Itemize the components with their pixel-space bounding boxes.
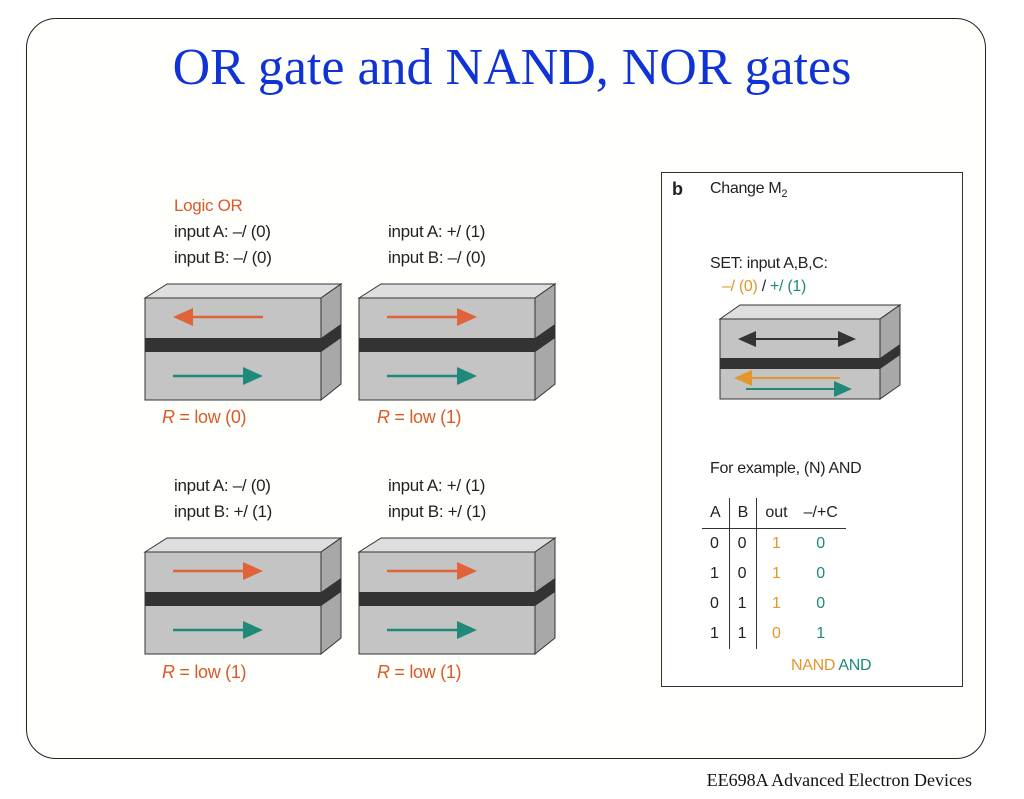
spacer-side [535, 578, 555, 606]
mtj-block-2 [357, 283, 557, 402]
cell-4-input-b: input B: +/ (1) [388, 502, 487, 521]
block-top-face [357, 283, 557, 299]
set-values: –/ (0) / +/ (1) [722, 278, 806, 295]
block-top-face [143, 283, 343, 299]
table-header: out [756, 498, 796, 529]
nand-label: NAND [791, 657, 836, 674]
cell: 1 [729, 619, 758, 649]
block-top-face [357, 537, 557, 553]
right-arrow-icon [173, 621, 263, 639]
spacer-side [321, 578, 341, 606]
right-arrow-icon [387, 308, 477, 326]
table-row: 1 0 1 0 [702, 559, 846, 589]
cell-1-input-a: input A: –/ (0) [174, 222, 271, 241]
cell-2-input-a: input A: +/ (1) [388, 222, 486, 241]
spacer-layer [359, 338, 535, 352]
cell: 0 [702, 528, 730, 559]
cell: 1 [772, 535, 781, 552]
right-arrow-icon [387, 562, 477, 580]
right-arrow-icon [173, 562, 263, 580]
table-row: 0 0 1 0 [702, 528, 846, 559]
cell: 0 [772, 625, 781, 642]
table-header: B [729, 498, 758, 529]
cell: 1 [702, 619, 730, 649]
cell: 1 [729, 589, 758, 619]
cell: 1 [772, 595, 781, 612]
cell-3-input-a: input A: –/ (0) [174, 476, 271, 495]
cell: 0 [702, 589, 730, 619]
mtj-block-3 [143, 537, 343, 656]
cell-1-input-b: input B: –/ (0) [174, 248, 272, 267]
cell: 1 [816, 625, 826, 642]
cell: 1 [772, 565, 781, 582]
cell-2-resistance: R = low (1) [377, 407, 462, 427]
left-arrow-icon [173, 308, 263, 326]
right-arrow-icon [387, 367, 477, 385]
footer-course: EE698A Advanced Electron Devices [706, 770, 972, 790]
table-header: –/+C [795, 498, 846, 529]
mtj-block-1 [143, 283, 343, 402]
cell-2-input-b: input B: –/ (0) [388, 248, 486, 267]
table-header: A [702, 498, 730, 529]
spacer-layer [145, 592, 321, 606]
cell-3-input-b: input B: +/ (1) [174, 502, 273, 521]
set-label: SET: input A,B,C: [710, 255, 828, 272]
truth-table: A B out –/+C 0 0 1 0 1 0 1 0 0 1 1 [702, 498, 846, 649]
nand-and-labels: NAND AND [791, 657, 872, 675]
panel-mtj-block [718, 304, 902, 400]
table-row: 0 1 1 0 [702, 589, 846, 619]
panel-heading: Change M2 [710, 180, 788, 201]
cell: 1 [702, 559, 730, 589]
right-arrow-icon [173, 367, 263, 385]
cell-4-input-a: input A: +/ (1) [388, 476, 486, 495]
table-row: 1 1 0 1 [702, 619, 846, 649]
spacer-layer [145, 338, 321, 352]
panel-letter: b [672, 179, 683, 199]
slide-title: OR gate and NAND, NOR gates [172, 39, 852, 96]
block-top-face [143, 537, 343, 553]
cell: 0 [729, 528, 758, 559]
cell-4-resistance: R = low (1) [377, 662, 462, 682]
cell: 0 [816, 535, 826, 552]
spacer-layer [359, 592, 535, 606]
mtj-block-4 [357, 537, 557, 656]
cell: 0 [816, 595, 826, 612]
panel-b: b Change M2 SET: input A,B,C: –/ (0) / +… [661, 172, 963, 687]
logic-or-heading: Logic OR [174, 196, 243, 215]
cell: 0 [816, 565, 826, 582]
cell-3-resistance: R = low (1) [162, 662, 247, 682]
and-label: AND [838, 657, 872, 674]
example-label: For example, (N) AND [710, 460, 862, 477]
cell: 0 [729, 559, 758, 589]
spacer-side [321, 324, 341, 352]
cell-1-resistance: R = low (0) [162, 407, 247, 427]
spacer-side [535, 324, 555, 352]
right-arrow-icon [387, 621, 477, 639]
